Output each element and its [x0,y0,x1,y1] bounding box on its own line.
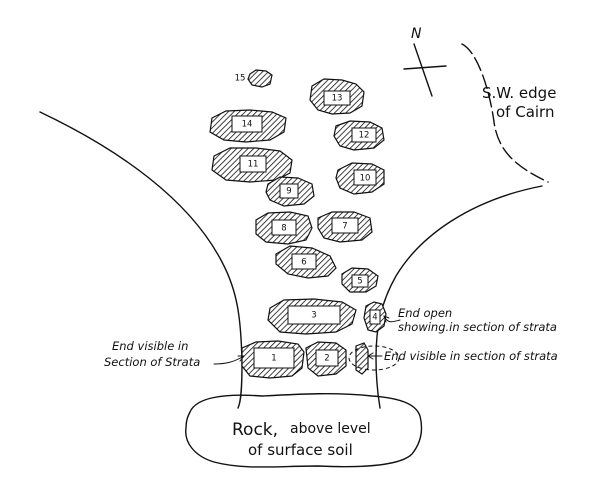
end-open-label-line1: End open [398,306,452,320]
stone-label-11: 11 [248,160,259,170]
stone-label-6: 6 [301,258,306,268]
stone-label-5: 5 [357,277,362,287]
stone-14: 14 [209,109,287,143]
stone-4: 4 [363,301,387,333]
end-open-arrowhead [383,315,390,323]
stone-label-12: 12 [359,131,370,141]
stone-3: 3 [267,298,357,335]
end-visible-right-label: End visible in section of strata [384,349,558,363]
rock-label-line1: Rock, [232,420,278,440]
end-visible-left-line2: Section of Strata [104,355,200,369]
end-visible-right-arrow [367,352,383,360]
left-boundary-line [39,111,243,409]
rock-label-line1b: above level [290,421,371,437]
stone-9: 9 [265,176,315,207]
stone-label-3: 3 [311,311,316,321]
stone-label-4: 4 [372,313,377,323]
stone-label-13: 13 [332,94,343,104]
north-letter: N [411,26,422,42]
stone-10: 10 [335,162,385,195]
stone-label-15: 15 [235,74,246,84]
stone-12: 12 [333,120,385,151]
cairn-edge-line [461,43,549,183]
stone-8: 8 [255,211,313,245]
stone-6: 6 [275,245,337,279]
cairn-label-line1: S.W. edge [482,84,556,102]
north-arrow: N [403,26,447,97]
stone-5: 5 [341,267,379,293]
rock-label-line2: of surface soil [248,441,353,459]
end-visible-left-arrow [213,355,245,365]
right-boundary-line [375,185,543,409]
stone-label-9: 9 [286,187,291,197]
cairn-label-line2: of Cairn [496,103,554,121]
stone-15: 15 [235,69,273,88]
end-open-label-line2: showing.in section of strata [398,320,557,334]
stone-label-10: 10 [360,174,371,184]
stone-13: 13 [309,78,365,115]
stone-2: 2 [305,341,347,377]
stone-label-14: 14 [242,120,253,130]
stone-1: 1 [241,340,305,379]
stone-label-1: 1 [271,354,276,364]
stone-7: 7 [317,211,373,243]
stone-label-2: 2 [324,354,329,364]
end-visible-left-line1: End visible in [112,339,188,353]
stone-label-7: 7 [342,222,347,232]
dashed-outline-stone-2a [348,345,400,371]
stone-11: 11 [211,147,293,183]
rock-outline [185,393,423,468]
stone-label-8: 8 [281,224,286,234]
stone-2a [355,342,369,375]
